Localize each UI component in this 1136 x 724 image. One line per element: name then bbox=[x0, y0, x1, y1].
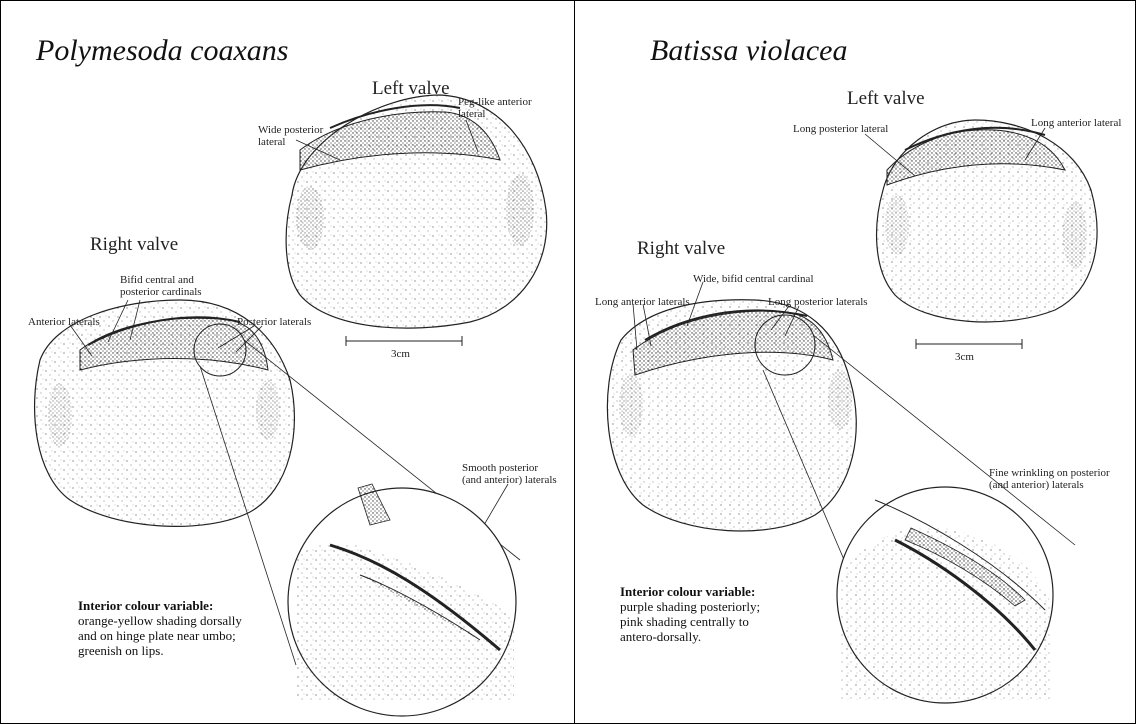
zoom-detail bbox=[837, 487, 1053, 703]
left-valve-title: Left valve bbox=[372, 78, 450, 100]
species-title: Polymesoda coaxans bbox=[36, 34, 288, 68]
scale-label: 3cm bbox=[391, 348, 410, 360]
label-long-anterior-lateral: Long anterior lateral bbox=[1031, 117, 1121, 129]
interior-colour-note: Interior colour variable: purple shading… bbox=[620, 584, 840, 644]
species-title: Batissa violacea bbox=[650, 34, 847, 68]
left-valve-shell bbox=[877, 120, 1097, 322]
label-wide-bifid-cardinal: Wide, bifid central cardinal bbox=[693, 273, 814, 285]
label-wide-posterior-lateral: Wide posterior lateral bbox=[258, 124, 323, 148]
panel-polymesoda: Polymesoda coaxans Left valve Peg-like a… bbox=[0, 0, 574, 724]
label-posterior-laterals: Posterior laterals bbox=[237, 316, 311, 328]
label-fine-wrinkling: Fine wrinkling on posterior (and anterio… bbox=[989, 467, 1110, 491]
note-heading: Interior colour variable: bbox=[620, 584, 840, 599]
panel-batissa: Batissa violacea Left valve Long posteri… bbox=[575, 0, 1136, 724]
label-long-posterior-laterals: Long posterior laterals bbox=[768, 296, 868, 308]
note-heading: Interior colour variable: bbox=[78, 598, 298, 613]
label-peg-anterior-lateral: Peg-like anterior lateral bbox=[458, 96, 532, 120]
label-smooth-laterals: Smooth posterior (and anterior) laterals bbox=[462, 462, 557, 486]
label-anterior-laterals: Anterior laterals bbox=[28, 316, 100, 328]
scale-bar bbox=[346, 336, 462, 346]
scale-label: 3cm bbox=[955, 351, 974, 363]
label-bifid-cardinals: Bifid central and posterior cardinals bbox=[120, 274, 202, 298]
scale-bar bbox=[916, 339, 1022, 349]
interior-colour-note: Interior colour variable: orange-yellow … bbox=[78, 598, 298, 658]
right-valve-shell bbox=[35, 300, 295, 526]
zoom-detail bbox=[288, 484, 516, 716]
right-valve-title: Right valve bbox=[637, 238, 725, 260]
label-long-anterior-laterals: Long anterior laterals bbox=[595, 296, 690, 308]
right-valve-shell bbox=[607, 300, 856, 531]
left-valve-shell bbox=[286, 95, 547, 328]
left-valve-title: Left valve bbox=[847, 88, 925, 110]
label-long-posterior-lateral: Long posterior lateral bbox=[793, 123, 888, 135]
right-valve-title: Right valve bbox=[90, 234, 178, 256]
